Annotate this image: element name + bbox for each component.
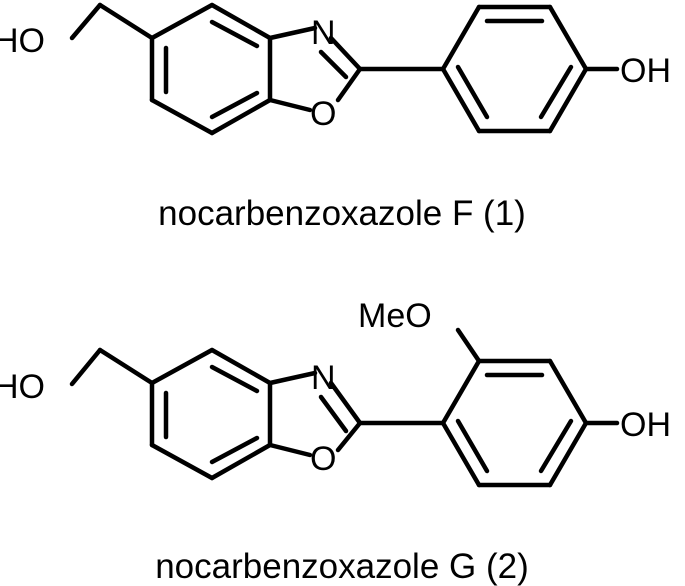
ring-oxygen-label: O [310, 95, 336, 133]
compound-1-atom-labels: HO N O OH [0, 14, 671, 133]
methoxy-label: MeO [358, 297, 432, 335]
nitrogen-label: N [311, 359, 336, 397]
compound-2-structure: MeO HO N O OH [0, 297, 671, 488]
compound-1-structure: HO N O OH [0, 2, 671, 136]
phenol-oh-label: OH [620, 406, 671, 444]
hydroxymethyl-label: HO [0, 368, 45, 406]
compound-2-name: nocarbenzoxazole G (2) [155, 547, 529, 586]
compound-1-name: nocarbenzoxazole F (1) [158, 194, 526, 233]
compound-1-bonds [69, 2, 620, 136]
hydroxymethyl-label: HO [0, 22, 45, 60]
ring-oxygen-label: O [310, 440, 336, 478]
compound-2-atom-labels: MeO HO N O OH [0, 297, 671, 478]
compound-2-bonds [69, 327, 620, 488]
nitrogen-label: N [311, 14, 336, 52]
phenol-oh-label: OH [620, 52, 671, 90]
